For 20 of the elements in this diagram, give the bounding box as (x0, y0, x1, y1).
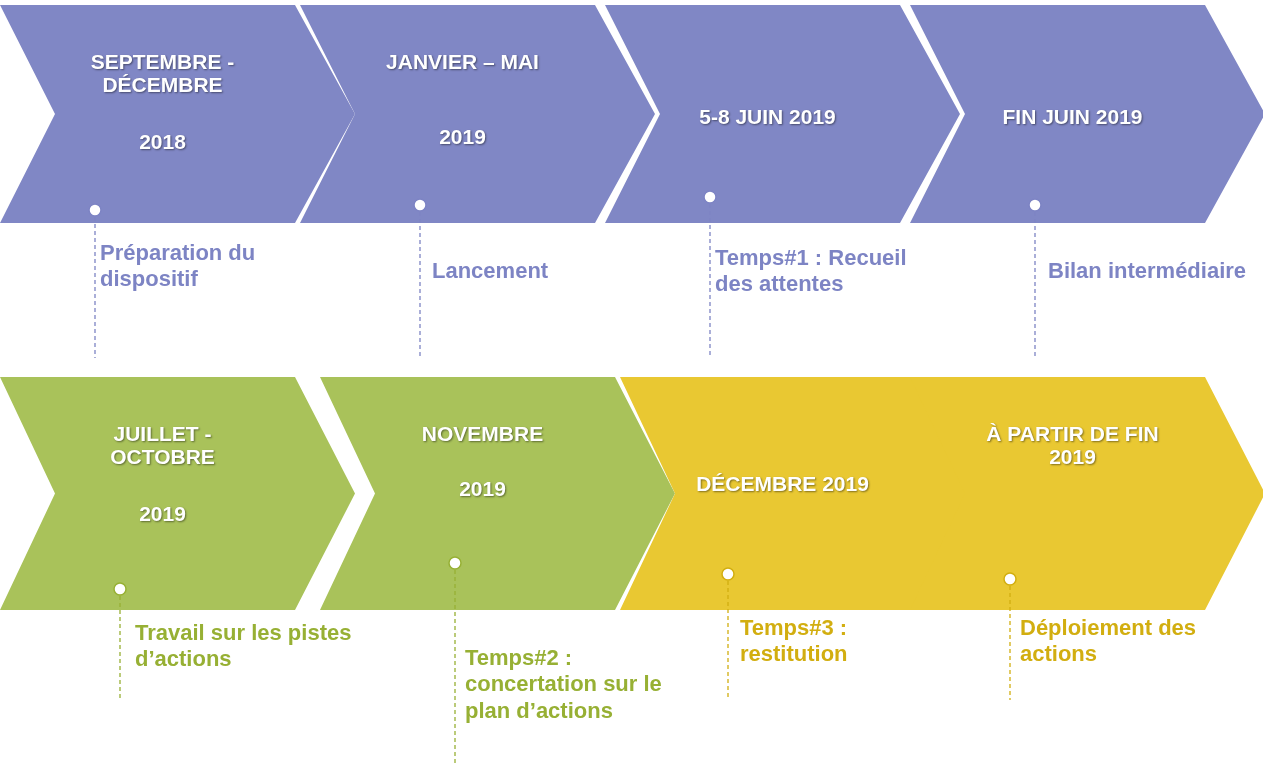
description-text: Déploiement des actions (1020, 615, 1198, 668)
description-text: Préparation du dispositif (100, 240, 257, 293)
date-label: FIN JUIN 2019 (1001, 105, 1144, 129)
description-text: Temps#3 : restitution (740, 615, 849, 668)
description-text: Lancement (432, 258, 550, 285)
description-text: Temps#1 : Recueil des attentes (715, 245, 908, 298)
date-label: 2019 (458, 477, 507, 501)
date-label: 2019 (438, 125, 487, 149)
date-label: NOVEMBRE (420, 422, 545, 446)
date-label: JANVIER – MAI (385, 50, 540, 74)
date-label: JUILLET - OCTOBRE (109, 422, 216, 469)
date-label: 2019 (138, 502, 187, 526)
description-text: Bilan intermédiaire (1048, 258, 1248, 285)
date-label: DÉCEMBRE 2019 (695, 472, 870, 496)
date-label: SEPTEMBRE - DÉCEMBRE (89, 50, 236, 97)
date-label: 2018 (138, 130, 187, 154)
date-label: À PARTIR DE FIN 2019 (985, 422, 1160, 469)
description-text: Temps#2 : concertation sur le plan d’actions (465, 645, 663, 725)
date-label: 5-8 JUIN 2019 (698, 105, 837, 129)
description-text: Travail sur les pistes d’actions (135, 620, 353, 673)
